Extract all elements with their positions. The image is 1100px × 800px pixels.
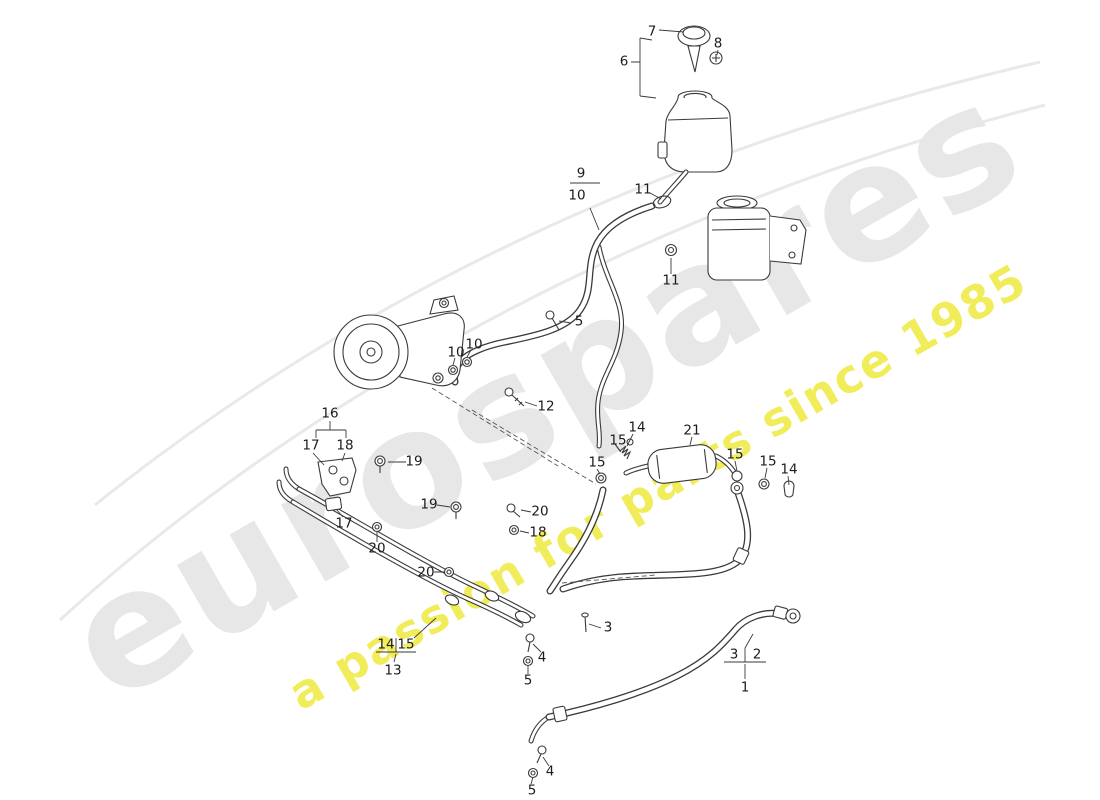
part-label-5[interactable]: 5 xyxy=(527,782,537,799)
damper-21 xyxy=(626,444,737,484)
part-label-15[interactable]: 15 xyxy=(759,453,777,470)
nut-20c xyxy=(443,566,455,578)
cooler-pipes xyxy=(279,469,533,625)
part-label-8[interactable]: 8 xyxy=(713,35,723,52)
union-fittings-center xyxy=(595,438,634,484)
part-label-21[interactable]: 21 xyxy=(683,422,701,439)
part-label-15[interactable]: 15 xyxy=(588,454,606,471)
pressure-hose xyxy=(531,605,801,741)
bolt-4a xyxy=(525,633,535,653)
bolt-5-upper xyxy=(545,310,560,331)
reservoir-cap xyxy=(677,25,711,73)
part-label-18[interactable]: 18 xyxy=(336,437,354,454)
part-label-7[interactable]: 7 xyxy=(647,23,657,40)
bolt-20b xyxy=(506,503,521,518)
part-label-19[interactable]: 19 xyxy=(405,453,423,470)
part-label-10[interactable]: 10 xyxy=(465,336,483,353)
part-label-14[interactable]: 14 xyxy=(780,461,798,478)
part-label-10[interactable]: 10 xyxy=(447,344,465,361)
spring-14 xyxy=(614,443,632,460)
steering-pump xyxy=(333,295,473,390)
part-label-9[interactable]: 9 xyxy=(576,165,586,182)
o-rings-10 xyxy=(447,356,473,376)
grommet-19a xyxy=(374,455,386,473)
o-ring-15 xyxy=(595,472,607,484)
part-label-20[interactable]: 20 xyxy=(417,564,435,581)
part-label-16[interactable]: 16 xyxy=(321,405,339,422)
part-label-13[interactable]: 13 xyxy=(384,662,402,679)
part-label-15[interactable]: 15 xyxy=(726,446,744,463)
part-label-10[interactable]: 10 xyxy=(568,187,586,204)
part-label-3[interactable]: 3 xyxy=(603,619,613,636)
stud-3-mid xyxy=(581,612,589,633)
part-label-20[interactable]: 20 xyxy=(368,540,386,557)
part-label-4[interactable]: 4 xyxy=(545,763,555,780)
part-label-20[interactable]: 20 xyxy=(531,503,549,520)
part-label-19[interactable]: 19 xyxy=(420,496,438,513)
banjo-eye xyxy=(785,608,801,624)
reservoir-body xyxy=(657,90,733,173)
part-label-15[interactable]: 15 xyxy=(609,432,627,449)
reservoir-screw xyxy=(709,51,723,65)
part-label-6[interactable]: 6 xyxy=(619,53,629,70)
part-label-3[interactable]: 3 xyxy=(729,646,739,663)
part-label-5[interactable]: 5 xyxy=(574,313,584,330)
part-label-4[interactable]: 4 xyxy=(537,649,547,666)
part-label-5[interactable]: 5 xyxy=(523,672,533,689)
part-label-18[interactable]: 18 xyxy=(529,524,547,541)
part-label-2[interactable]: 2 xyxy=(752,646,762,663)
part-label-1[interactable]: 1 xyxy=(740,679,750,696)
alignment-dashes xyxy=(431,387,657,584)
part-label-14[interactable]: 14 xyxy=(377,636,395,653)
bolt-4b xyxy=(536,745,547,764)
reservoir xyxy=(657,25,733,173)
pipe-bracket-16 xyxy=(317,457,357,512)
part-label-17[interactable]: 17 xyxy=(335,515,353,532)
part-label-11[interactable]: 11 xyxy=(662,272,680,289)
nut-20a xyxy=(371,521,383,533)
nut-11 xyxy=(664,243,678,257)
washer-5a xyxy=(522,655,534,667)
pipe-clamp-17 xyxy=(324,496,343,512)
hose-clamp-bottom xyxy=(552,705,568,723)
cap-14-right xyxy=(783,480,795,498)
hose-clamp-11 xyxy=(652,195,672,209)
leader-lines xyxy=(312,29,790,785)
part-label-17[interactable]: 17 xyxy=(302,437,320,454)
supply-hose xyxy=(454,172,686,446)
watermark-swoosh xyxy=(58,60,1046,622)
mounted-reservoir xyxy=(707,195,807,281)
grommet-18b xyxy=(508,524,520,536)
part-label-15[interactable]: 15 xyxy=(397,636,415,653)
grommet-19b xyxy=(450,501,462,519)
union-fittings-right xyxy=(731,470,795,498)
return-hose xyxy=(550,481,750,591)
o-ring-15-right xyxy=(758,478,770,490)
part-label-12[interactable]: 12 xyxy=(537,398,555,415)
hose-clamp xyxy=(732,547,750,565)
part-label-11[interactable]: 11 xyxy=(634,181,652,198)
part-label-14[interactable]: 14 xyxy=(628,419,646,436)
bolt-12 xyxy=(504,387,525,407)
